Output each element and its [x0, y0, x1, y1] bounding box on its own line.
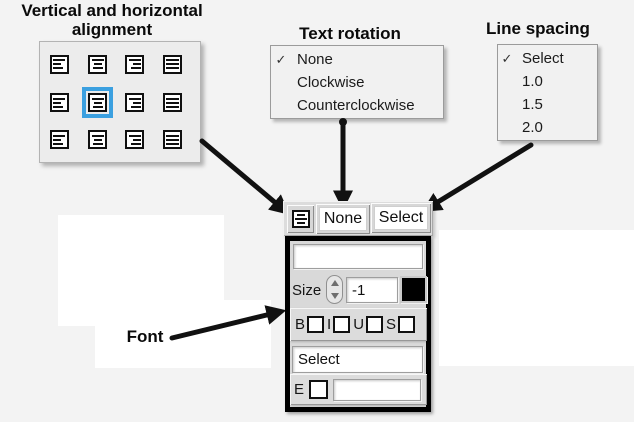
color-swatch[interactable] [400, 276, 427, 303]
style-toggle-checkbox-u[interactable] [366, 316, 384, 333]
strikeout-strip: E [290, 374, 427, 405]
rotation-dropdown-button[interactable]: None [316, 204, 370, 234]
arrow-alignment-to-panel [199, 138, 290, 215]
rotation-menu-item-clockwise[interactable]: Clockwise [271, 71, 443, 94]
menu-item-label: Clockwise [297, 74, 365, 91]
menu-item-label: 1.5 [522, 96, 543, 113]
strikeout-label: E [294, 381, 305, 398]
spacing-callout-title: Line spacing [486, 19, 590, 38]
rotation-menu-item-none[interactable]: ✓ None [271, 48, 443, 71]
style-toggle-checkbox-b[interactable] [307, 316, 325, 333]
spacing-dropdown-value: Select [374, 206, 428, 230]
alignment-option-bottom-justify[interactable] [163, 130, 182, 149]
style-toggle-label-b: B [295, 316, 306, 333]
spacing-dropdown-button[interactable]: Select [371, 203, 431, 233]
alignment-option-top-left[interactable] [50, 55, 69, 74]
alignment-option-bottom-right[interactable] [125, 130, 144, 149]
style-toggle-checkbox-i[interactable] [333, 316, 351, 333]
alignment-option-top-justify[interactable] [163, 55, 182, 74]
menu-item-label: Select [522, 50, 564, 67]
menu-item-label: None [297, 51, 333, 68]
alignment-option-top-right[interactable] [125, 55, 144, 74]
alignment-option-middle-left[interactable] [50, 93, 69, 112]
alignment-center-icon [291, 210, 310, 228]
spacing-menu-item-2-0[interactable]: 2.0 [498, 116, 597, 139]
alignment-option-middle-right[interactable] [125, 93, 144, 112]
selected-alignment-highlight [82, 87, 113, 118]
style-toggle-checkbox-s[interactable] [398, 316, 416, 333]
checkmark-icon: ✓ [275, 51, 287, 67]
style-toggle-label-u: U [353, 316, 365, 333]
checkmark-icon: ✓ [501, 50, 513, 66]
spinner-down-icon[interactable] [330, 293, 339, 299]
style-toggle-label-s: S [386, 316, 397, 333]
alignment-callout-title: Vertical and horizontal alignment [21, 1, 203, 39]
arrow-spacing-to-panel [421, 142, 534, 212]
alignment-option-middle-justify[interactable] [163, 93, 182, 112]
arrow-font-to-panel [169, 305, 287, 341]
alignment-option-bottom-left[interactable] [50, 130, 69, 149]
size-field[interactable]: -1 [346, 277, 398, 303]
font-select-field[interactable]: Select [292, 346, 423, 373]
rotation-callout-title: Text rotation [299, 24, 401, 43]
rotation-menu-item-counterclockwise[interactable]: Counterclockwise [271, 94, 443, 117]
alignment-option-bottom-center[interactable] [88, 130, 107, 149]
line-spacing-menu: ✓ Select 1.0 1.5 2.0 [497, 44, 598, 141]
size-spinner[interactable] [326, 275, 343, 304]
menu-item-label: 2.0 [522, 119, 543, 136]
spacing-menu-item-1-5[interactable]: 1.5 [498, 93, 597, 116]
alignment-option-top-center[interactable] [88, 55, 107, 74]
menu-item-label: 1.0 [522, 73, 543, 90]
alignment-button[interactable] [287, 205, 314, 233]
menu-item-label: Counterclockwise [297, 97, 415, 114]
alignment-option-middle-center[interactable] [88, 93, 107, 112]
background-patch [439, 230, 634, 366]
strikeout-field[interactable] [333, 378, 422, 401]
rotation-dropdown-value: None [319, 207, 367, 231]
font-callout-label: Font [126, 327, 164, 346]
spinner-up-icon[interactable] [330, 280, 339, 286]
style-toggle-label-i: I [327, 316, 332, 333]
spacing-menu-item-1-0[interactable]: 1.0 [498, 70, 597, 93]
size-label: Size [292, 282, 322, 299]
font-name-field[interactable] [293, 244, 423, 269]
strikeout-checkbox[interactable] [309, 380, 329, 399]
spacing-menu-item-select[interactable]: ✓ Select [498, 47, 597, 70]
alignment-grid [39, 41, 201, 163]
